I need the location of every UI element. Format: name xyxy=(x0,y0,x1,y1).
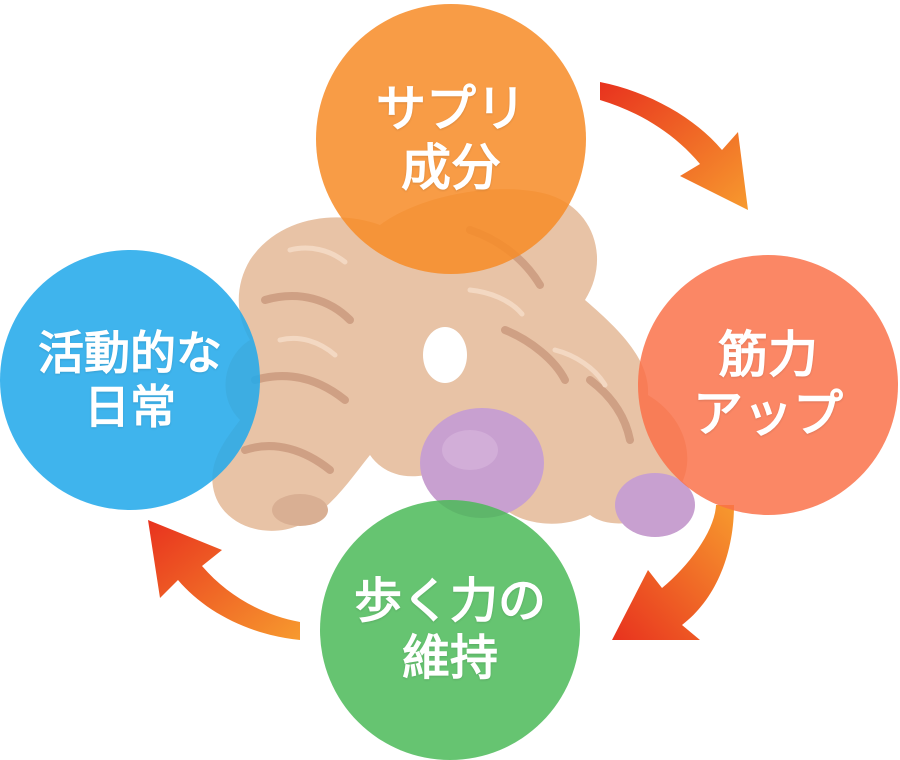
node-label-line1: 歩く力の xyxy=(353,573,546,630)
node-label-line1: サプリ xyxy=(376,80,526,138)
node-label-line1: 筋力 xyxy=(718,326,818,384)
cycle-node-muscle-up: 筋力 アップ xyxy=(638,255,898,515)
jerusalem-artichoke-illustration xyxy=(212,189,695,537)
arrow-top-to-right-icon xyxy=(600,82,748,210)
node-label-line2: 維持 xyxy=(401,630,498,686)
node-label-line2: 日常 xyxy=(84,380,176,434)
node-label-line1: 活動的な xyxy=(38,325,222,380)
arrow-bottom-to-left-icon xyxy=(148,520,300,640)
cycle-node-supplement: サプリ 成分 xyxy=(316,4,586,274)
cycle-node-walking-ability: 歩く力の 維持 xyxy=(320,500,580,760)
cycle-node-active-life: 活動的な 日常 xyxy=(0,250,260,510)
node-label-line2: アップ xyxy=(693,385,843,443)
arrow-right-to-bottom-icon xyxy=(612,505,734,640)
node-label-line2: 成分 xyxy=(401,139,501,197)
